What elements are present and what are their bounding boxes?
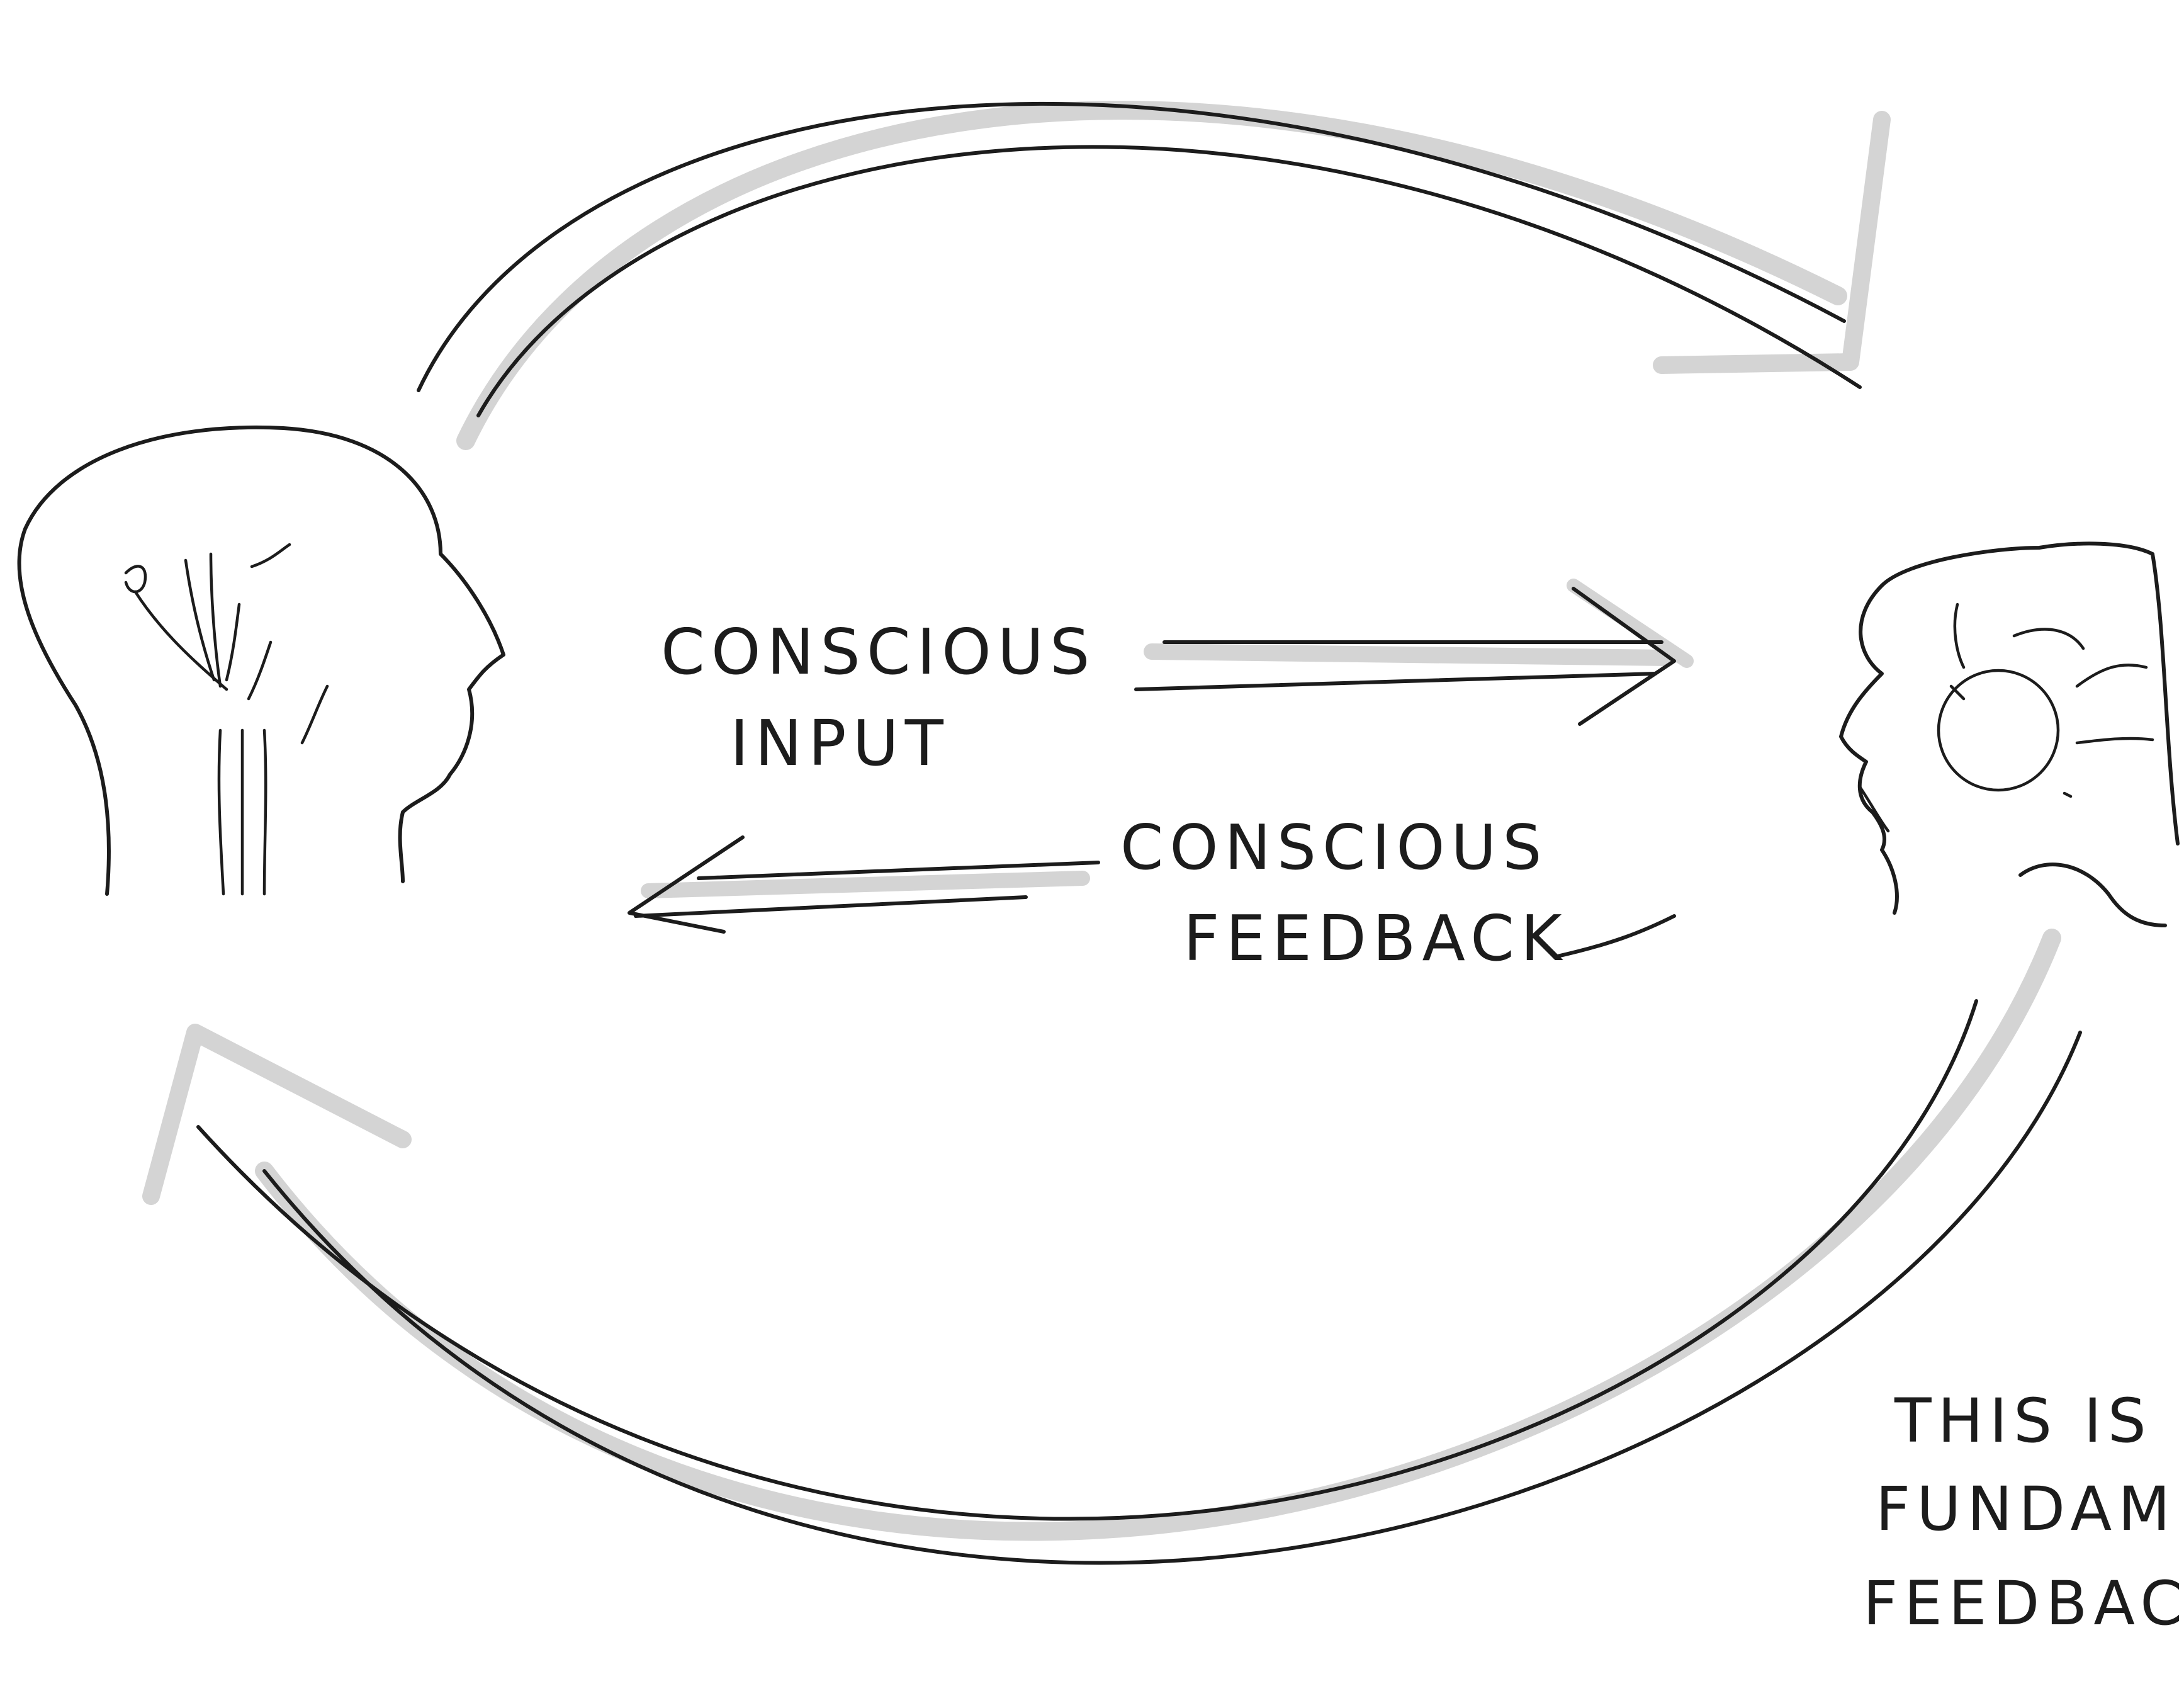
conscious-input-label-line1: CONSCIOUS (661, 615, 1096, 689)
conscious-feedback-label-line1: CONSCIOUS (1120, 812, 1548, 884)
conscious-input-arrow (1134, 579, 1694, 726)
note-line1: THIS IS (1894, 1386, 2153, 1456)
note-line3: FEEDBAC (1863, 1568, 2184, 1639)
feedback-underline-stroke (1553, 914, 1676, 959)
conscious-feedback-label-line2: FEEDBACK (1183, 902, 1568, 975)
note-line2: FUNDAM (1876, 1474, 2176, 1544)
conscious-feedback-arrow (628, 835, 1100, 934)
top-loop-arrow (417, 101, 1891, 450)
bottom-loop-arrow (142, 929, 2082, 1565)
right-person-figure (1839, 541, 2180, 927)
conscious-input-label-line2: INPUT (730, 706, 950, 780)
left-person-figure (17, 425, 505, 896)
